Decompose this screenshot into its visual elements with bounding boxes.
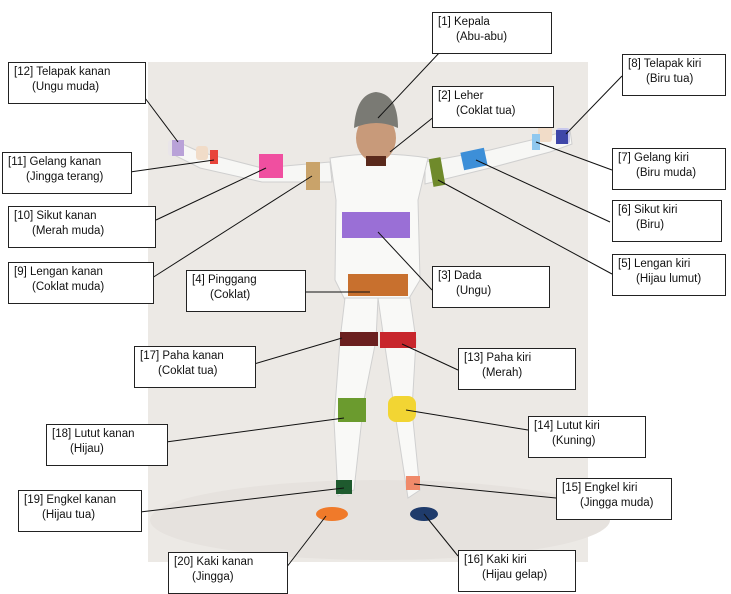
leader-leher (389, 111, 441, 153)
right-palm-marker (172, 140, 184, 156)
right-elbow-marker (259, 154, 283, 178)
label-kaki-kanan: [20] Kaki kanan (Jingga) (168, 552, 288, 594)
label-leher: [2] Leher (Coklat tua) (432, 86, 554, 128)
leader-kaki-kanan (285, 515, 327, 569)
left-elbow-marker (460, 147, 488, 171)
right-foot-marker (316, 507, 348, 521)
right-leg (333, 297, 379, 497)
left-upper-arm-marker (428, 157, 446, 187)
leader-telapak-kiri (565, 75, 623, 135)
leader-paha-kiri (401, 343, 459, 371)
leader-lengan-kanan (151, 175, 313, 279)
leader-sikut-kiri (475, 159, 611, 223)
leader-lutut-kanan (165, 417, 345, 443)
label-paha-kiri: [13] Paha kiri (Merah) (458, 348, 576, 390)
leader-lutut-kiri (405, 409, 529, 431)
label-lengan-kiri: [5] Lengan kiri (Hijau lumut) (612, 254, 726, 296)
label-telapak-kiri: [8] Telapak kiri (Biru tua) (622, 54, 726, 96)
right-wrist-marker (210, 150, 218, 164)
leader-kaki-kiri (423, 513, 459, 557)
chest-marker (342, 212, 410, 238)
leader-dada (377, 231, 433, 291)
leader-engkel-kanan (139, 487, 345, 513)
label-pinggang: [4] Pinggang (Coklat) (186, 270, 306, 312)
left-ankle-marker (406, 476, 420, 490)
leader-gelang-kiri (535, 141, 613, 171)
label-engkel-kanan: [19] Engkel kanan (Hijau tua) (18, 490, 142, 532)
leader-lengan-kiri (437, 179, 613, 275)
floor-shadow (150, 480, 610, 560)
left-wrist-skin (538, 126, 552, 142)
label-sikut-kiri: [6] Sikut kiri (Biru) (612, 200, 722, 242)
neck-marker (366, 156, 386, 166)
label-dada: [3] Dada (Ungu) (432, 266, 550, 308)
right-thigh-marker (340, 332, 378, 346)
waist-marker (348, 274, 408, 296)
label-telapak-kanan: [12] Telapak kanan (Ungu muda) (8, 62, 146, 104)
label-gelang-kiri: [7] Gelang kiri (Biru muda) (612, 148, 726, 190)
leader-kepala (377, 51, 441, 119)
leader-sikut-kanan (155, 167, 267, 221)
beanie (354, 92, 398, 128)
label-lutut-kiri: [14] Lutut kiri (Kuning) (528, 416, 646, 458)
label-lengan-kanan: [9] Lengan kanan (Coklat muda) (8, 262, 154, 304)
right-wrist-skin (196, 146, 208, 160)
label-lutut-kanan: [18] Lutut kanan (Hijau) (46, 424, 168, 466)
leader-engkel-kiri (413, 483, 557, 499)
label-engkel-kiri: [15] Engkel kiri (Jingga muda) (556, 478, 672, 520)
label-kaki-kiri: [16] Kaki kiri (Hijau gelap) (458, 550, 576, 592)
leader-gelang-kanan (129, 159, 215, 173)
label-gelang-kanan: [11] Gelang kanan (Jingga terang) (2, 152, 132, 194)
left-palm-marker (556, 130, 568, 144)
label-sikut-kanan: [10] Sikut kanan (Merah muda) (8, 206, 156, 248)
left-thigh-marker (380, 332, 416, 348)
left-knee-marker (388, 396, 416, 422)
right-upper-arm-marker (306, 162, 320, 190)
label-paha-kanan: [17] Paha kanan (Coklat tua) (134, 346, 256, 388)
label-kepala: [1] Kepala (Abu-abu) (432, 12, 552, 54)
right-ankle-marker (336, 480, 352, 494)
face (356, 114, 396, 162)
leader-paha-kanan (253, 337, 343, 365)
